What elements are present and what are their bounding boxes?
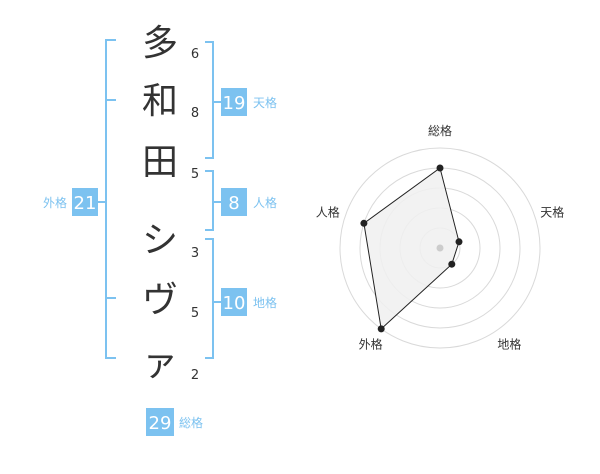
tenkaku-label: 天格 xyxy=(253,95,277,110)
radar-point-2 xyxy=(455,238,463,246)
stroke-count-6: 2 xyxy=(191,368,199,383)
radar-axis-label-2: 天格 xyxy=(540,205,564,220)
chikaku-bracket xyxy=(205,238,214,359)
jinkaku-bracket xyxy=(205,170,214,231)
gaikaku-value: 21 xyxy=(74,193,97,214)
name-char-1: 多 xyxy=(142,23,178,64)
soukaku-badge xyxy=(146,408,174,436)
radar-point-5 xyxy=(360,219,368,227)
name-char-5: ヴ xyxy=(142,280,178,321)
name-char-3: 田 xyxy=(142,142,178,183)
jinkaku-badge xyxy=(221,188,247,216)
stroke-count-1: 6 xyxy=(191,47,199,62)
name-char-2: 和 xyxy=(142,81,178,122)
radar-axis-label-4: 外格 xyxy=(359,337,383,352)
radar-axis-label-5: 人格 xyxy=(316,205,340,220)
stroke-count-2: 8 xyxy=(191,106,199,121)
radar-point-3 xyxy=(448,260,456,268)
stroke-count-5: 5 xyxy=(191,306,199,321)
radar-polygon xyxy=(363,167,460,330)
gaikaku-badge xyxy=(72,188,98,216)
soukaku-label: 総格 xyxy=(179,415,203,430)
jinkaku-label: 人格 xyxy=(253,195,277,210)
chikaku-label: 地格 xyxy=(253,295,277,310)
chikaku-value: 10 xyxy=(223,293,246,314)
radar-point-4 xyxy=(377,325,385,333)
radar-axis-label-3: 地格 xyxy=(497,337,521,352)
gaikaku-bracket xyxy=(105,39,116,359)
tenkaku-badge xyxy=(221,88,247,116)
radar-point-1 xyxy=(436,164,444,172)
radar-center xyxy=(436,244,444,252)
gaikaku-label: 外格 xyxy=(43,195,67,210)
stroke-count-4: 3 xyxy=(191,246,199,261)
jinkaku-value: 8 xyxy=(228,193,239,214)
chikaku-badge xyxy=(221,288,247,316)
name-char-6: ァ xyxy=(142,343,178,384)
name-char-4: シ xyxy=(142,220,178,261)
stroke-count-3: 5 xyxy=(191,167,199,182)
tenkaku-value: 19 xyxy=(223,93,246,114)
soukaku-value: 29 xyxy=(149,413,172,434)
tenkaku-bracket xyxy=(205,41,214,159)
radar-axis-label-1: 総格 xyxy=(428,123,452,138)
